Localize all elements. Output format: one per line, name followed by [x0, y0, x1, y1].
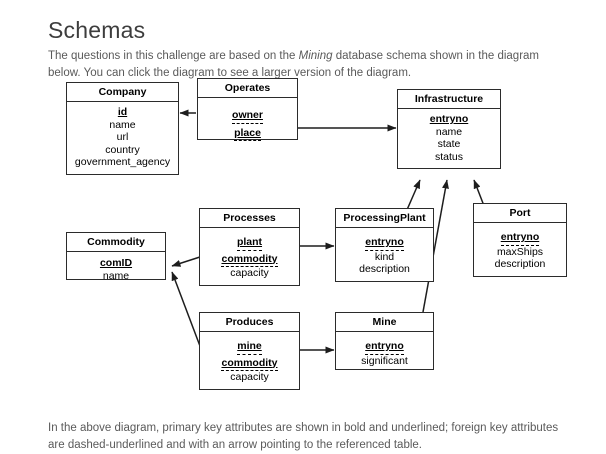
attr-mine-entryno: entryno: [365, 340, 404, 355]
intro-text-before: The questions in this challenge are base…: [48, 49, 299, 62]
attr-commodity-comid: comID: [99, 257, 133, 269]
attr-port-maxships: maxShips: [496, 245, 544, 258]
table-processes[interactable]: Processes plant commodity capacity: [199, 208, 300, 286]
table-infrastructure-attributes: entryno name state status: [398, 109, 500, 168]
attr-company-government-agency: government_agency: [74, 156, 171, 168]
attr-processingplant-description: description: [359, 263, 410, 275]
table-processingplant-attributes: entryno kind description: [336, 228, 433, 281]
attr-processes-plant: plant: [236, 236, 263, 251]
table-port[interactable]: Port entryno maxShips description: [473, 203, 567, 277]
attr-produces-commodity: commodity: [221, 357, 278, 371]
table-commodity[interactable]: Commodity comID name: [66, 232, 166, 282]
attr-processes-capacity: capacity: [230, 267, 269, 279]
attr-processes-commodity: commodity: [221, 253, 278, 267]
attr-operates-place: place: [234, 127, 261, 141]
footer-note: In the above diagram, primary key attrib…: [48, 421, 559, 451]
attr-infrastructure-name: name: [435, 125, 463, 138]
table-processes-attributes: plant commodity capacity: [200, 228, 299, 285]
table-produces-attributes: mine commodity capacity: [200, 332, 299, 389]
intro-text-after: database schema shown in the diagram bel…: [48, 49, 539, 79]
connector-processes-commodity: [171, 255, 204, 267]
table-commodity-attributes: comID name: [67, 252, 165, 287]
table-operates-title: Operates: [198, 79, 297, 98]
table-company[interactable]: Company id name url country government_a…: [66, 82, 179, 175]
attr-company-name: name: [109, 118, 136, 131]
table-produces[interactable]: Produces mine commodity capacity: [199, 312, 300, 390]
table-produces-title: Produces: [200, 313, 299, 332]
attr-processingplant-entryno: entryno: [365, 236, 404, 251]
table-processingplant[interactable]: ProcessingPlant entryno kind description: [335, 208, 434, 282]
table-operates-attributes: owner place: [198, 98, 297, 146]
attr-operates-owner: owner: [232, 109, 263, 124]
connector-mine-infrastructure: [422, 179, 449, 313]
table-operates[interactable]: Operates owner place: [197, 78, 298, 141]
attr-produces-capacity: capacity: [230, 371, 269, 383]
table-commodity-title: Commodity: [67, 233, 165, 252]
table-company-title: Company: [67, 83, 178, 102]
attr-produces-mine: mine: [237, 340, 262, 355]
table-company-attributes: id name url country government_agency: [67, 102, 178, 174]
intro-emphasis-mining: Mining: [298, 49, 333, 62]
table-infrastructure-title: Infrastructure: [398, 90, 500, 109]
table-port-title: Port: [474, 204, 566, 223]
attr-company-id: id: [117, 106, 128, 118]
attr-mine-significant: significant: [361, 354, 408, 367]
schema-diagram[interactable]: Company id name url country government_a…: [0, 72, 606, 402]
attr-processingplant-kind: kind: [374, 250, 395, 263]
page-title: Schemas: [48, 17, 146, 44]
table-processes-title: Processes: [200, 209, 299, 228]
intro-paragraph: The questions in this challenge are base…: [48, 48, 564, 82]
table-infrastructure[interactable]: Infrastructure entryno name state status: [397, 89, 501, 169]
attr-port-entryno: entryno: [500, 231, 540, 246]
table-mine-attributes: entryno significant: [336, 332, 433, 372]
attr-port-description: description: [494, 258, 546, 270]
attr-commodity-name: name: [102, 269, 130, 282]
attr-infrastructure-status: status: [434, 150, 463, 163]
attr-company-url: url: [116, 131, 129, 143]
table-mine-title: Mine: [336, 313, 433, 332]
table-mine[interactable]: Mine entryno significant: [335, 312, 434, 370]
attr-infrastructure-state: state: [437, 138, 461, 150]
attr-company-country: country: [105, 143, 140, 156]
table-port-attributes: entryno maxShips description: [474, 223, 566, 276]
table-processingplant-title: ProcessingPlant: [336, 209, 433, 228]
attr-infrastructure-entryno: entryno: [429, 113, 469, 125]
